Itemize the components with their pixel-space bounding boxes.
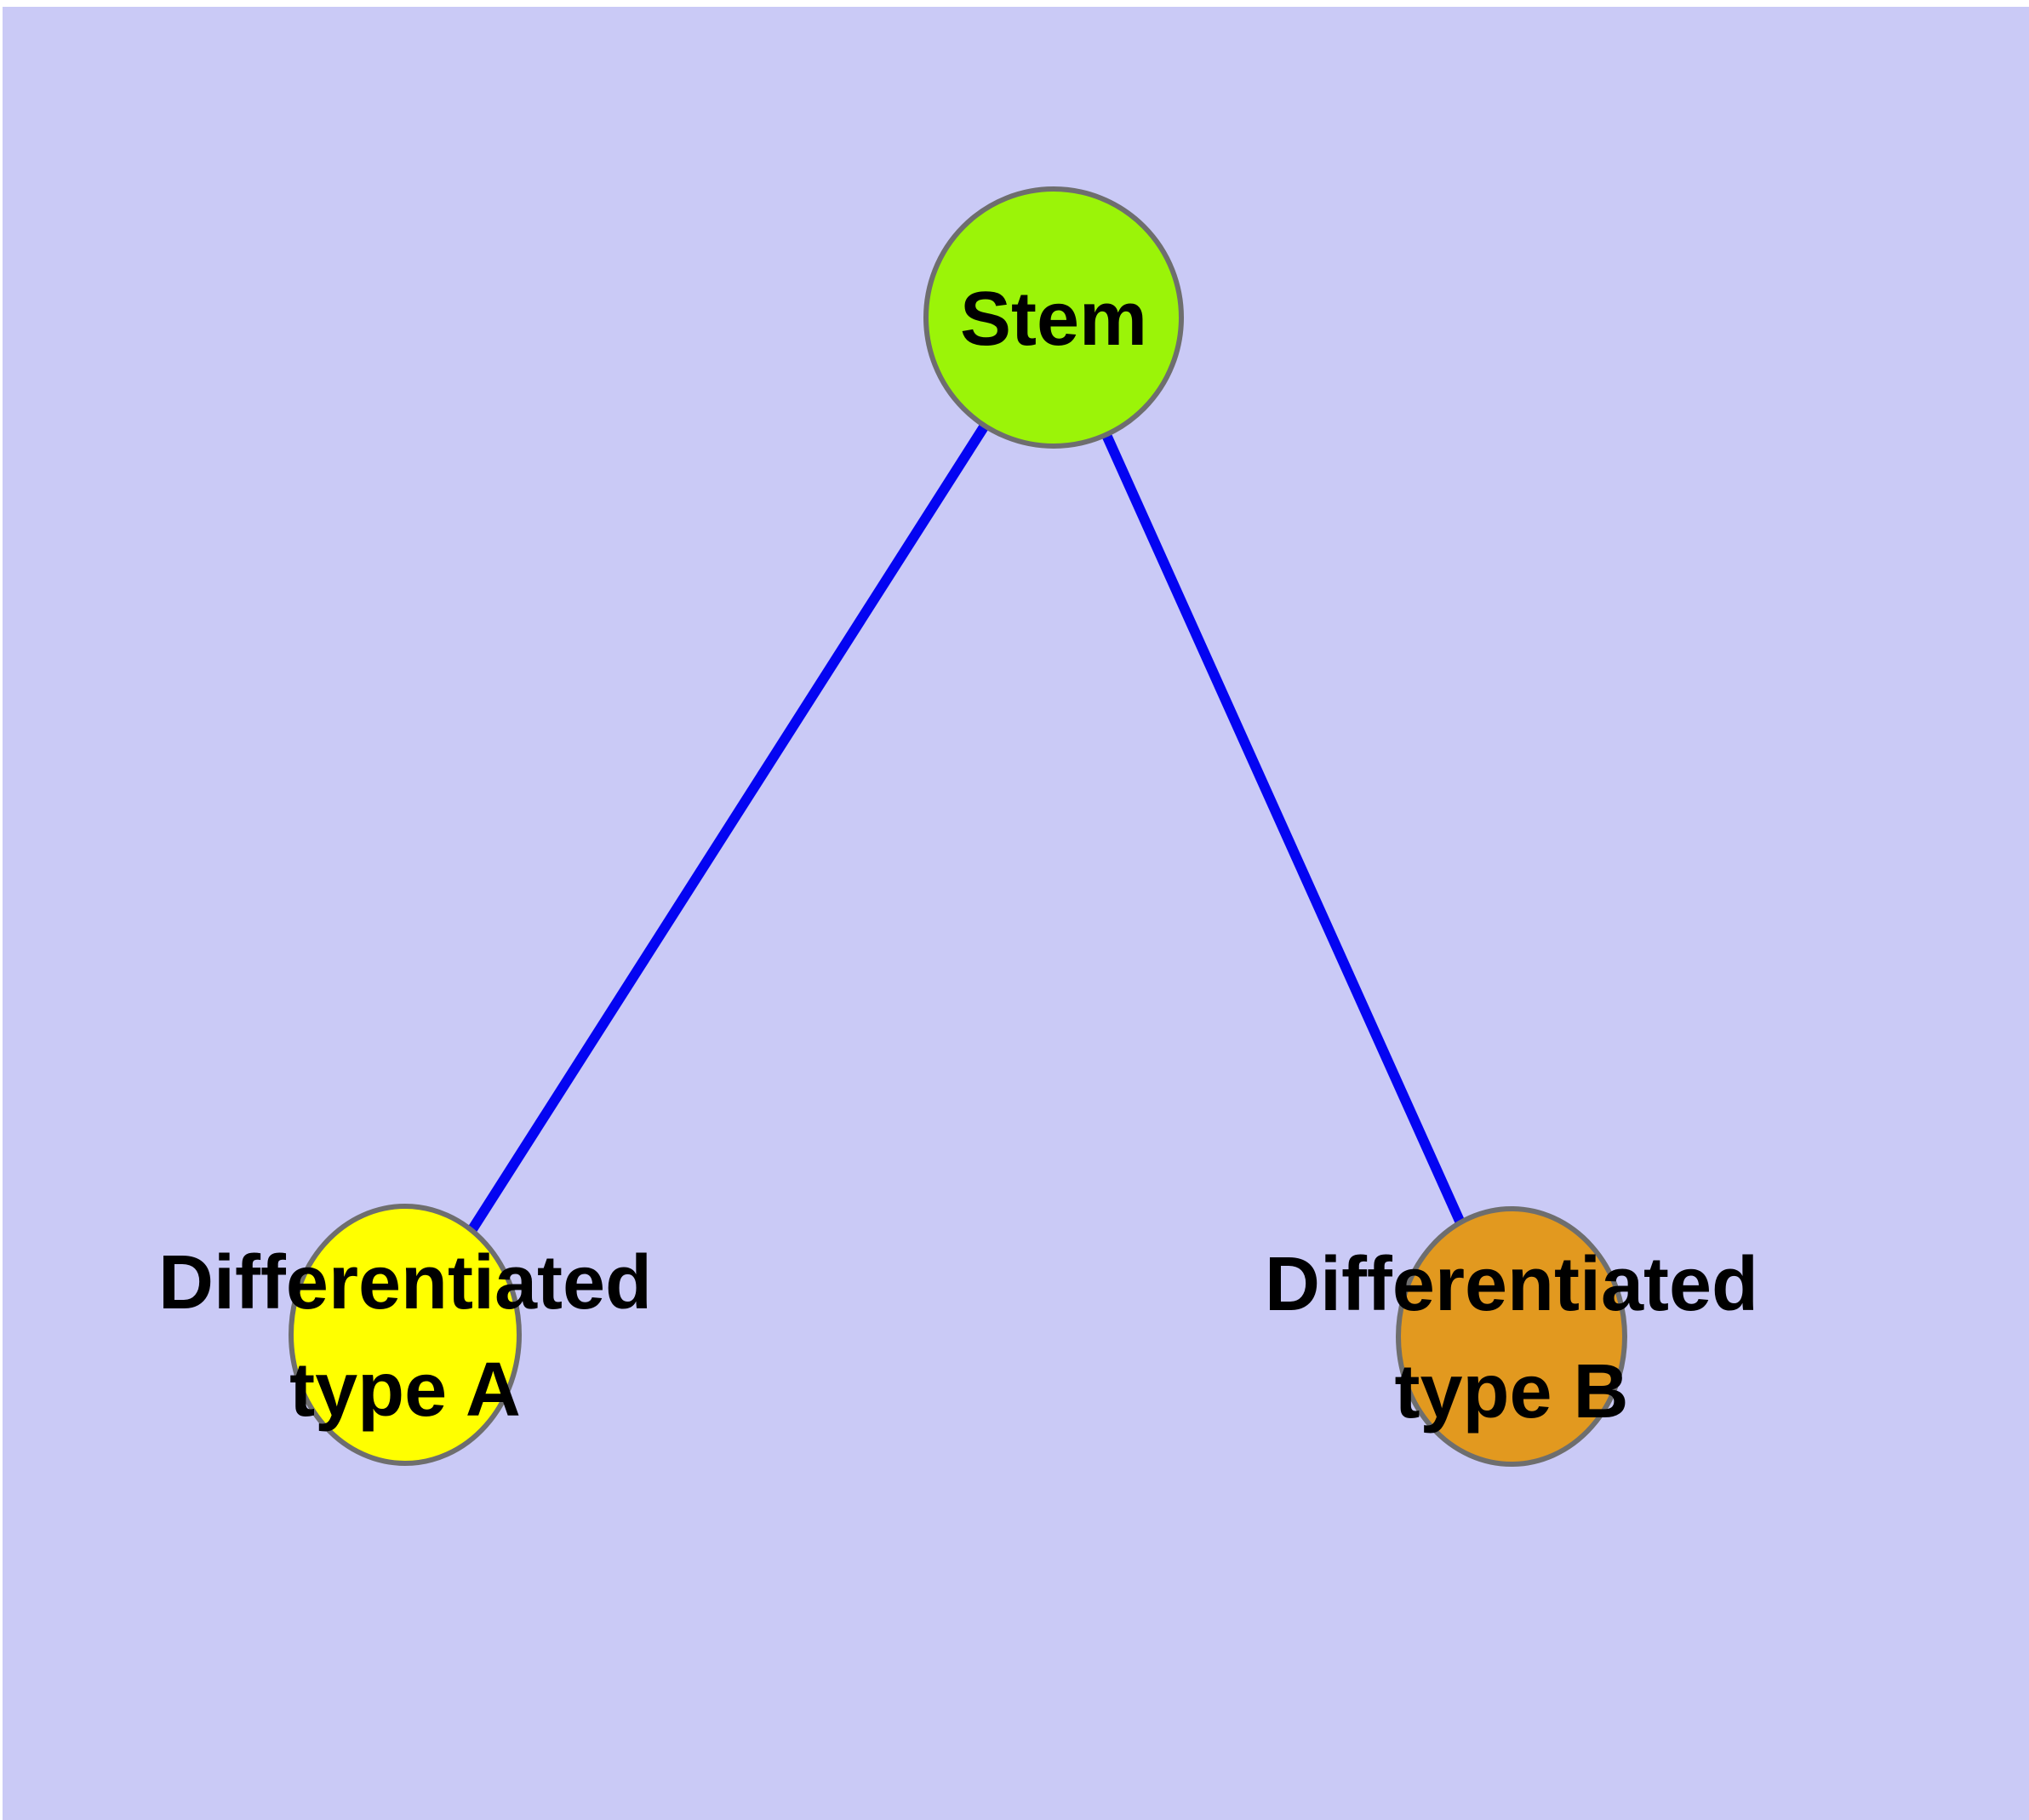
node-label-differentiated-type-a-line-2: type A	[289, 1348, 521, 1433]
nodes-layer	[289, 186, 1627, 1467]
node-label-differentiated-type-a-line-1: Differentiated	[158, 1240, 652, 1325]
node-label-stem: Stem	[960, 277, 1147, 362]
edge-stem-to-differentiated-type-a	[400, 314, 1059, 1338]
node-label-differentiated-type-b-line-2: type B	[1394, 1349, 1628, 1434]
node-label-differentiated-type-b-line-1: Differentiated	[1265, 1242, 1758, 1327]
node-stem	[923, 186, 1184, 449]
node-differentiated-type-a	[289, 1204, 522, 1466]
edge-stem-to-differentiated-type-b	[1049, 315, 1517, 1339]
node-differentiated-type-b	[1396, 1206, 1627, 1467]
edges-layer	[400, 314, 1517, 1339]
